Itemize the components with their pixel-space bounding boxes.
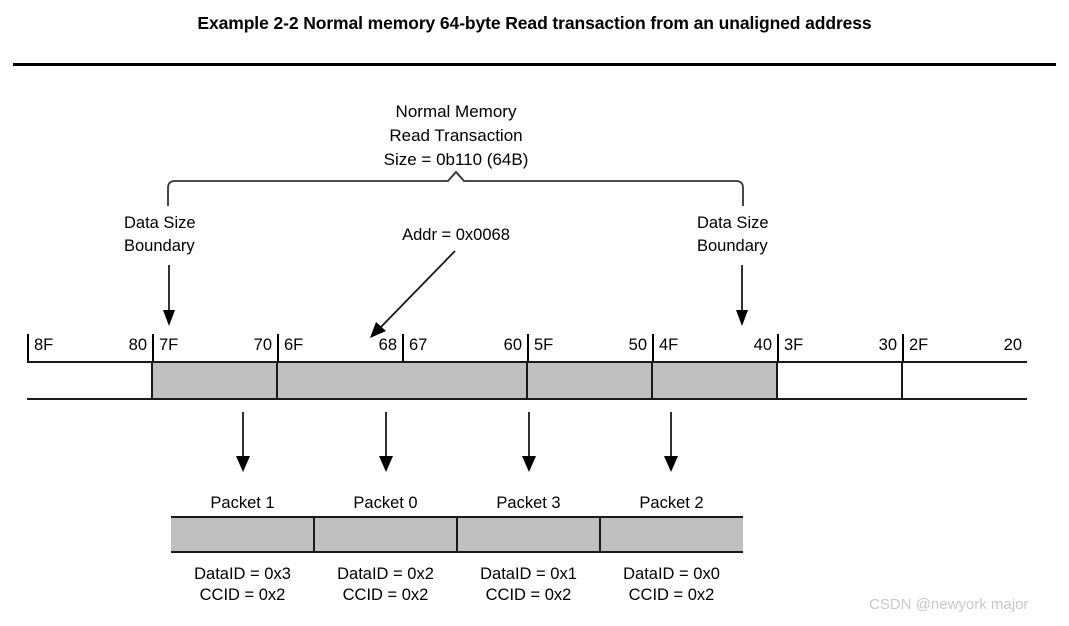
address-low: 20 (1003, 336, 1022, 354)
packet-ccid: CCID = 0x2 (199, 586, 286, 604)
packet-cell (457, 518, 600, 551)
address-low: 60 (503, 336, 522, 354)
packet-ccid: CCID = 0x2 (628, 586, 715, 604)
boundary-right-arrow-head (736, 310, 748, 326)
packet-data-id: DataID = 0x1 (480, 565, 577, 583)
address-high: 6F (284, 336, 304, 354)
address-cell: 7F 70 (152, 334, 277, 361)
address-high: 5F (534, 336, 554, 354)
boundary-right-line-2: Boundary (697, 237, 768, 255)
packet-cell-divider (599, 518, 601, 551)
heading-line-3: Size = 0b110 (64B) (383, 150, 529, 169)
packet-arrow-head-1 (236, 456, 250, 472)
boundary-left-arrow-head (163, 310, 175, 326)
memory-bar (27, 361, 1027, 400)
address-low: 68 (378, 336, 397, 354)
address-high: 67 (409, 336, 428, 354)
packet-cell-divider (313, 518, 315, 551)
packet-cell-divider (456, 518, 458, 551)
memory-cell-divider (651, 363, 653, 398)
address-label: Addr = 0x0068 (402, 226, 510, 244)
address-cell: 6F 68 (277, 334, 402, 361)
heading-line-2: Read Transaction (389, 126, 523, 145)
page-title: Example 2-2 Normal memory 64-byte Read t… (197, 13, 872, 33)
memory-cell (402, 363, 527, 398)
address-high: 3F (784, 336, 804, 354)
transaction-span-brace (167, 170, 744, 206)
memory-cell-divider (151, 363, 153, 398)
memory-cell (777, 363, 902, 398)
address-high: 2F (909, 336, 929, 354)
address-low: 70 (253, 336, 272, 354)
packet-data-id: DataID = 0x2 (337, 565, 434, 583)
address-cell: 5F 50 (527, 334, 652, 361)
packet-data-id: DataID = 0x3 (194, 565, 291, 583)
packet-cell (171, 518, 314, 551)
packet-cell (600, 518, 743, 551)
memory-cell (527, 363, 652, 398)
packet-arrow-head-2 (379, 456, 393, 472)
packet-label: Packet 2 (639, 494, 704, 512)
memory-cell (152, 363, 277, 398)
address-cell: 8F 80 (27, 334, 152, 361)
boundary-left-line-1: Data Size (124, 214, 196, 232)
packet-arrow-head-4 (664, 456, 678, 472)
memory-cell-divider (901, 363, 903, 398)
packet-ccid: CCID = 0x2 (342, 586, 429, 604)
address-high: 8F (34, 336, 54, 354)
data-size-boundary-right: Data Size Boundary (697, 212, 769, 258)
address-cell: 67 60 (402, 334, 527, 361)
address-low: 50 (628, 336, 647, 354)
packet-cell (314, 518, 457, 551)
addr-arrow-shaft (377, 250, 456, 331)
address-low: 30 (878, 336, 897, 354)
address-high: 7F (159, 336, 179, 354)
packet-label: Packet 3 (496, 494, 561, 512)
address-low: 40 (753, 336, 772, 354)
packet-ccid: CCID = 0x2 (485, 586, 572, 604)
packet-arrow-head-3 (522, 456, 536, 472)
memory-cell-divider (276, 363, 278, 398)
address-label-row: 8F 80 7F 70 6F 68 67 60 5F 50 4F 40 3F 30 2F 20 (27, 334, 1027, 361)
heading-line-1: Normal Memory (395, 102, 517, 121)
title-divider (13, 63, 1056, 66)
address-low: 80 (128, 336, 147, 354)
memory-cell (27, 363, 152, 398)
address-cell: 3F 30 (777, 334, 902, 361)
data-size-boundary-left: Data Size Boundary (124, 212, 196, 258)
memory-cell (277, 363, 402, 398)
packet-bar (171, 516, 743, 553)
transaction-heading: Normal Memory Read Transaction Size = 0b… (286, 100, 626, 172)
packet-label: Packet 0 (353, 494, 418, 512)
address-cell: 2F 20 (902, 334, 1027, 361)
watermark: CSDN @newyork major (869, 596, 1029, 613)
memory-cell (652, 363, 777, 398)
memory-cell-divider (776, 363, 778, 398)
memory-cell (902, 363, 1027, 398)
memory-cell-divider (526, 363, 528, 398)
boundary-right-line-1: Data Size (697, 214, 769, 232)
packet-data-id: DataID = 0x0 (623, 565, 720, 583)
packet-label: Packet 1 (210, 494, 275, 512)
address-high: 4F (659, 336, 679, 354)
address-cell: 4F 40 (652, 334, 777, 361)
boundary-left-line-2: Boundary (124, 237, 195, 255)
memory-map: 8F 80 7F 70 6F 68 67 60 5F 50 4F 40 3F 30 2F 20 (27, 334, 1027, 400)
